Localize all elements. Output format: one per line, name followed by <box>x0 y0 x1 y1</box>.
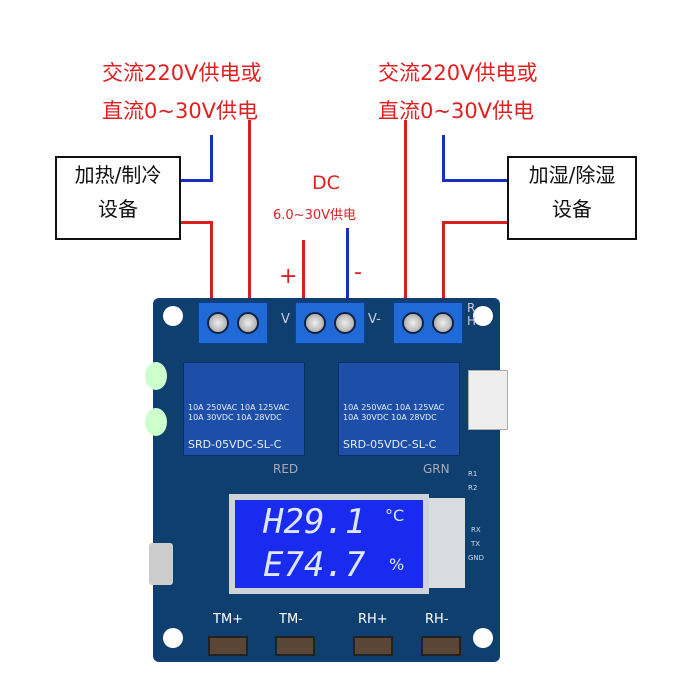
right-supply-line1: 交流220V供电或 <box>378 61 538 85</box>
led-red-label: RED <box>273 462 299 476</box>
rh-plus-button[interactable] <box>353 636 393 656</box>
sensor-connector <box>468 370 508 430</box>
left-neutral-wire <box>210 135 213 181</box>
button-label-rh-plus: RH+ <box>358 612 388 627</box>
lcd-bezel <box>429 498 465 588</box>
mount-hole <box>473 628 493 648</box>
right-device-box: 加湿/除湿 设备 <box>507 156 637 240</box>
lcd-humidity: E74.7 <box>263 545 366 585</box>
pin-tx: TX <box>471 540 481 548</box>
resistor-r2: R2 <box>468 484 478 492</box>
button-label-tm-plus: TM+ <box>213 612 244 627</box>
right-neutral-wire-h <box>442 179 507 182</box>
relay-model: SRD-05VDC-SL-C <box>188 438 282 451</box>
dc-title: DC <box>312 172 340 194</box>
controller-board: V V- R H 10A 250VAC 10A 125VAC 10A 30VDC… <box>145 298 508 662</box>
dc-minus: - <box>354 260 362 285</box>
lcd-display: H29.1 °C E74.7 % <box>229 494 429 594</box>
relay-right: 10A 250VAC 10A 125VAC 10A 30VDC 10A 28VD… <box>338 362 460 456</box>
left-relay-terminal <box>198 302 268 344</box>
mount-hole <box>163 628 183 648</box>
dc-plus-wire <box>302 240 305 302</box>
dc-plus: + <box>279 264 298 289</box>
right-relay-terminal <box>393 302 463 344</box>
mount-hole <box>163 306 183 326</box>
left-device-line1: 加热/制冷 <box>74 163 162 187</box>
right-device-line1: 加湿/除湿 <box>528 163 616 187</box>
power-terminal <box>295 302 365 344</box>
left-device-line2: 设备 <box>98 197 138 221</box>
relay-left: 10A 250VAC 10A 125VAC 10A 30VDC 10A 28VD… <box>183 362 305 456</box>
right-device-line2: 设备 <box>552 197 592 221</box>
left-supply-line2: 直流0~30V供电 <box>102 99 259 123</box>
pin-gnd: GND <box>468 554 485 562</box>
relay-model: SRD-05VDC-SL-C <box>343 438 437 451</box>
v-minus-label: V- <box>368 312 381 327</box>
capacitor <box>145 408 167 436</box>
left-device-wire <box>210 221 213 302</box>
tm-minus-button[interactable] <box>275 636 315 656</box>
pin-rx: RX <box>471 526 481 534</box>
right-supply-line2: 直流0~30V供电 <box>378 99 535 123</box>
left-device-wire-h <box>181 221 213 224</box>
relay-ratings: 10A 250VAC 10A 125VAC 10A 30VDC 10A 28VD… <box>188 403 290 422</box>
usb-port[interactable] <box>149 543 173 585</box>
relay-ratings: 10A 250VAC 10A 125VAC 10A 30VDC 10A 28VD… <box>343 403 445 422</box>
mount-hole <box>473 306 493 326</box>
lcd-humidity-unit: % <box>389 555 405 574</box>
right-live-wire <box>404 120 407 302</box>
rh-minus-button[interactable] <box>421 636 461 656</box>
lcd-temp-unit: °C <box>385 506 405 525</box>
tm-plus-button[interactable] <box>208 636 248 656</box>
led-green-label: GRN <box>423 462 450 476</box>
left-supply-line1: 交流220V供电或 <box>102 61 262 85</box>
dc-range: 6.0~30V供电 <box>273 208 357 223</box>
lcd-temperature: H29.1 <box>263 502 366 542</box>
dc-minus-wire <box>346 228 349 302</box>
capacitor <box>145 362 167 390</box>
left-device-box: 加热/制冷 设备 <box>55 156 181 240</box>
left-neutral-wire-h <box>181 179 213 182</box>
right-device-wire-h <box>442 221 507 224</box>
resistor-r1: R1 <box>468 470 478 478</box>
rh-label: R H <box>467 301 477 328</box>
button-label-tm-minus: TM- <box>279 612 303 627</box>
button-label-rh-minus: RH- <box>425 612 449 627</box>
right-neutral-wire <box>442 135 445 181</box>
left-live-wire <box>248 120 251 302</box>
right-device-wire <box>442 221 445 302</box>
v-plus-label: V <box>281 312 290 327</box>
